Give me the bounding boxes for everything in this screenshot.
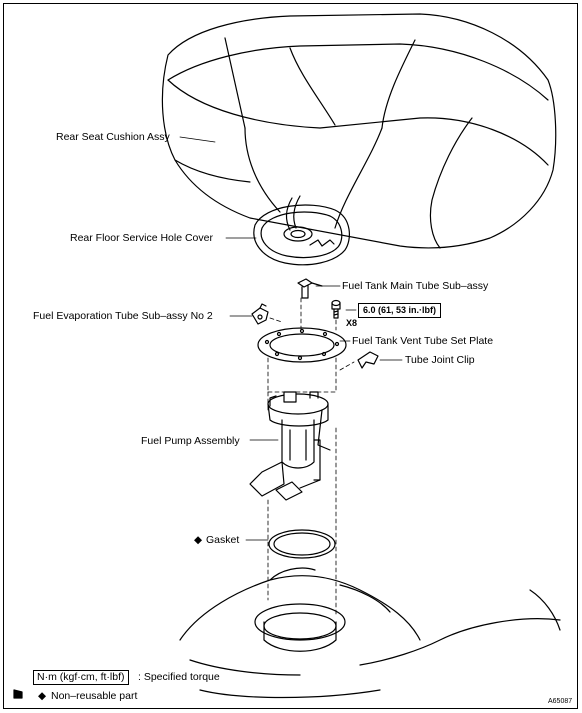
label-gasket: Gasket: [206, 534, 240, 546]
fuel-tank-part: [179, 567, 561, 699]
diagram-frame: [3, 3, 578, 709]
joint-clip-part: [357, 351, 379, 369]
figure-id: A65087: [548, 698, 573, 705]
label-seat-cushion: Rear Seat Cushion Assy: [56, 131, 170, 143]
label-pump-assembly: Fuel Pump Assembly: [141, 435, 240, 447]
label-service-hole-cover: Rear Floor Service Hole Cover: [70, 232, 213, 244]
legend-torque-text: : Specified torque: [138, 671, 220, 683]
vent-plate-part: [257, 327, 347, 363]
alignment-lines: [267, 297, 355, 616]
evap-tube-part: [251, 303, 269, 325]
gasket-part: [268, 529, 336, 559]
torque-spec-box: 6.0 (61, 53 in.·lbf): [358, 303, 442, 318]
service-hole-cover: [253, 195, 350, 266]
legend-nonreusable-text: Non–reusable part: [51, 690, 138, 702]
rear-seat-cushion: [161, 13, 557, 249]
legend-torque-icon: [13, 689, 23, 699]
label-main-tube: Fuel Tank Main Tube Sub–assy: [342, 280, 489, 292]
bolt-quantity: X8: [346, 318, 358, 328]
label-joint-clip: Tube Joint Clip: [405, 354, 475, 366]
bolt-part: [331, 299, 341, 319]
legend-torque-unit: N·m (kgf·cm, ft·lbf): [33, 670, 129, 685]
label-vent-plate: Fuel Tank Vent Tube Set Plate: [352, 335, 494, 347]
main-tube-part: [297, 278, 323, 299]
legend-nonreusable-symbol: ◆: [38, 690, 47, 702]
label-evap-tube: Fuel Evaporation Tube Sub–assy No 2: [33, 310, 213, 322]
fuel-pump-part: [249, 391, 331, 501]
leader-lines: [179, 136, 403, 541]
gasket-symbol: ◆: [194, 534, 203, 546]
